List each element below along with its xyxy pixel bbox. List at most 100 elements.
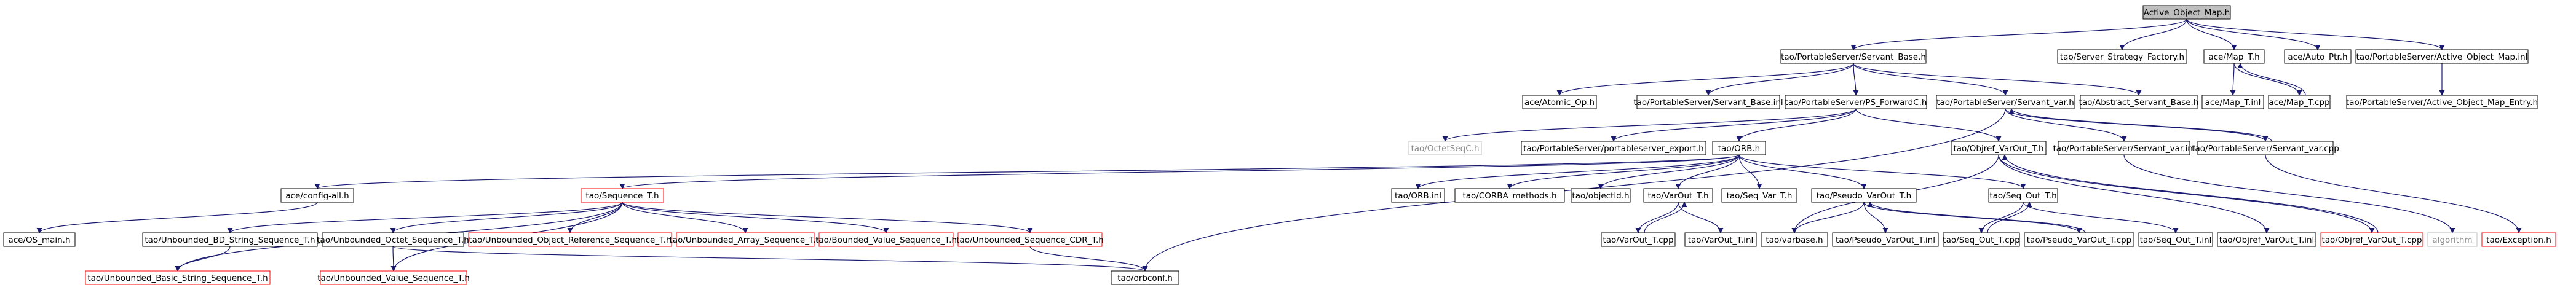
node-label: tao/PortableServer/PS_ForwardC.h [1785, 98, 1927, 108]
node-seq-out-t-h[interactable]: tao/Seq_Out_T.h [1988, 188, 2058, 203]
node-servant-var-inl[interactable]: tao/PortableServer/Servant_var.inl [2053, 141, 2195, 155]
node-unbounded-object-reference-sequence-t-h[interactable]: tao/Unbounded_Object_Reference_Sequence_… [468, 232, 672, 247]
node-label: tao/PortableServer/Servant_var.h [1936, 98, 2074, 108]
node-box [1601, 232, 1676, 247]
node-box [581, 188, 664, 203]
node-box [2138, 232, 2213, 247]
node-unbounded-sequence-cdr-t-h[interactable]: tao/Unbounded_Sequence_CDR_T.h [956, 232, 1104, 247]
node-unbounded-array-sequence-t-h[interactable]: tao/Unbounded_Array_Sequence_T.h [670, 232, 822, 247]
node-abstract-servant-base-h[interactable]: tao/Abstract_Servant_Base.h [2079, 95, 2199, 109]
node-box [2058, 141, 2190, 155]
node-box [3, 232, 76, 247]
node-box [1522, 95, 1597, 109]
node-label: tao/Exception.h [2486, 235, 2551, 245]
edge-active-object-map-h-to-auto-ptr-h [2186, 18, 2321, 50]
node-box [2024, 232, 2134, 247]
node-label: ace/Map_T.inl [2205, 98, 2261, 108]
node-label: tao/PortableServer/Servant_Base.inl [1633, 98, 1783, 108]
edge-pseudo-varout-t-h-to-pseudo-varout-t-inl [1863, 202, 1888, 233]
node-map-t-inl[interactable]: ace/Map_T.inl [2201, 95, 2264, 109]
node-os-main-h[interactable]: ace/OS_main.h [3, 232, 76, 247]
edge-seq-out-t-cpp-to-seq-out-t-h [1987, 202, 2032, 233]
node-label: Active_Object_Map.h [2144, 8, 2230, 18]
edge-sequence-t-h-to-unbounded-object-reference-sequence-t-h [567, 202, 623, 233]
edge-orb-h-to-orb-inl [1415, 154, 1740, 189]
node-pseudo-varout-t-inl[interactable]: tao/Pseudo_VarOut_T.inl [1832, 232, 1939, 247]
node-label: tao/varbase.h [1766, 235, 1823, 245]
node-servant-base-inl[interactable]: tao/PortableServer/Servant_Base.inl [1633, 95, 1783, 109]
dependency-edges [36, 18, 2522, 272]
node-auto-ptr-h[interactable]: ace/Auto_Ptr.h [2284, 49, 2352, 64]
node-seq-out-t-inl[interactable]: tao/Seq_Out_T.inl [2138, 232, 2213, 247]
node-corba-methods-h[interactable]: tao/CORBA_methods.h [1454, 188, 1565, 203]
node-active-object-map-h[interactable]: Active_Object_Map.h [2142, 5, 2231, 20]
node-label: tao/Unbounded_Octet_Sequence_T.h [317, 235, 469, 245]
node-orb-inl[interactable]: tao/ORB.inl [1391, 188, 1445, 203]
edge-seq-out-t-h-to-seq-out-t-inl [2023, 202, 2179, 233]
node-box [1643, 188, 1713, 203]
node-unbounded-value-sequence-t-h[interactable]: tao/Unbounded_Value_Sequence_T.h [317, 270, 470, 285]
node-objectid-h[interactable]: tao/objectid.h [1571, 188, 1631, 203]
node-seq-out-t-cpp[interactable]: tao/Seq_Out_T.cpp [1943, 232, 2020, 247]
node-varout-t-inl[interactable]: tao/VarOut_T.inl [1684, 232, 1757, 247]
node-map-t-cpp[interactable]: ace/Map_T.cpp [2268, 95, 2331, 109]
node-exception-h[interactable]: tao/Exception.h [2481, 232, 2556, 247]
edge-servant-var-inl-to-algorithm [2123, 154, 2455, 233]
node-servant-base-h[interactable]: tao/PortableServer/Servant_Base.h [1780, 49, 1927, 64]
edge-sequence-t-h-to-unbounded-bd-string-sequence-t-h [227, 202, 623, 233]
node-algorithm: algorithm [2427, 232, 2478, 247]
node-box [2284, 49, 2352, 64]
edge-unbounded-sequence-cdr-t-h-to-orbconf-h [1029, 246, 1148, 272]
node-box [1761, 232, 1828, 247]
edge-objref-varout-t-h-to-objref-varout-t-inl [1998, 154, 2270, 233]
node-orbconf-h[interactable]: tao/orbconf.h [1111, 270, 1179, 285]
edge-pseudo-varout-t-h-to-varbase-h [1791, 202, 1865, 233]
node-server-strategy-factory-h[interactable]: tao/Server_Strategy_Factory.h [2057, 49, 2187, 64]
node-active-object-map-inl[interactable]: tao/PortableServer/Active_Object_Map.inl [2355, 49, 2529, 64]
node-pseudo-varout-t-h[interactable]: tao/Pseudo_VarOut_T.h [1811, 188, 1917, 203]
node-varout-t-cpp[interactable]: tao/VarOut_T.cpp [1601, 232, 1676, 247]
node-unbounded-octet-sequence-t-h[interactable]: tao/Unbounded_Octet_Sequence_T.h [317, 232, 469, 247]
node-seq-var-t-h[interactable]: tao/Seq_Var_T.h [1721, 188, 1797, 203]
node-unbounded-bd-string-sequence-t-h[interactable]: tao/Unbounded_BD_String_Sequence_T.h [142, 232, 318, 247]
node-box [2057, 49, 2187, 64]
node-box [1988, 188, 2058, 203]
node-label: tao/Objref_VarOut_T.inl [2219, 235, 2315, 245]
node-box [1454, 188, 1565, 203]
node-box [2142, 5, 2231, 20]
node-varbase-h[interactable]: tao/varbase.h [1761, 232, 1828, 247]
node-label: tao/Objref_VarOut_T.h [1953, 144, 2043, 154]
node-label: tao/Unbounded_Object_Reference_Sequence_… [469, 235, 671, 245]
node-varout-t-h[interactable]: tao/VarOut_T.h [1643, 188, 1713, 203]
node-label: tao/Unbounded_Value_Sequence_T.h [317, 273, 470, 283]
node-box [322, 232, 464, 247]
edge-orb-h-to-objectid-h [1598, 154, 1740, 189]
node-servant-var-cpp[interactable]: tao/PortableServer/Servant_var.cpp [2192, 141, 2339, 155]
node-orb-h[interactable]: tao/ORB.h [1712, 141, 1766, 155]
node-active-object-map-entry-h[interactable]: tao/PortableServer/Active_Object_Map_Ent… [2346, 95, 2538, 109]
node-atomic-op-h[interactable]: ace/Atomic_Op.h [1522, 95, 1597, 109]
edge-unbounded-octet-sequence-t-h-to-unbounded-value-sequence-t-h [390, 246, 397, 272]
edge-servant-var-cpp-to-exception-h [2265, 154, 2522, 233]
edge-servant-base-h-to-atomic-op-h [1556, 63, 1854, 96]
node-bounded-value-sequence-t-h[interactable]: tao/Bounded_Value_Sequence_T.h [815, 232, 957, 247]
node-label: ace/Map_T.cpp [2269, 98, 2329, 108]
edge-varout-t-h-to-varout-t-cpp [1635, 202, 1679, 233]
node-box [2320, 232, 2423, 247]
node-pseudo-varout-t-cpp[interactable]: tao/Pseudo_VarOut_T.cpp [2024, 232, 2134, 247]
node-servant-var-h[interactable]: tao/PortableServer/Servant_var.h [1936, 95, 2075, 109]
node-objref-varout-t-cpp[interactable]: tao/Objref_VarOut_T.cpp [2320, 232, 2423, 247]
node-objref-varout-t-h[interactable]: tao/Objref_VarOut_T.h [1951, 141, 2047, 155]
node-config-all-h[interactable]: ace/config-all.h [280, 188, 354, 203]
node-ps-forwardc-h[interactable]: tao/PortableServer/PS_ForwardC.h [1785, 95, 1927, 109]
node-sequence-t-h[interactable]: tao/Sequence_T.h [581, 188, 664, 203]
node-map-t-h[interactable]: ace/Map_T.h [2203, 49, 2265, 64]
node-portableserver-export-h[interactable]: tao/PortableServer/portableserver_export… [1521, 141, 1706, 155]
node-box [2355, 49, 2529, 64]
edge-ps-forwardc-h-to-octetseqc-h [1442, 108, 1857, 142]
edge-pseudo-varout-t-cpp-to-pseudo-varout-t-h [1867, 202, 2086, 233]
node-label: tao/Abstract_Servant_Base.h [2079, 98, 2199, 108]
node-unbounded-basic-string-sequence-t-h[interactable]: tao/Unbounded_Basic_String_Sequence_T.h [85, 270, 271, 285]
node-objref-varout-t-inl[interactable]: tao/Objref_VarOut_T.inl [2217, 232, 2316, 247]
